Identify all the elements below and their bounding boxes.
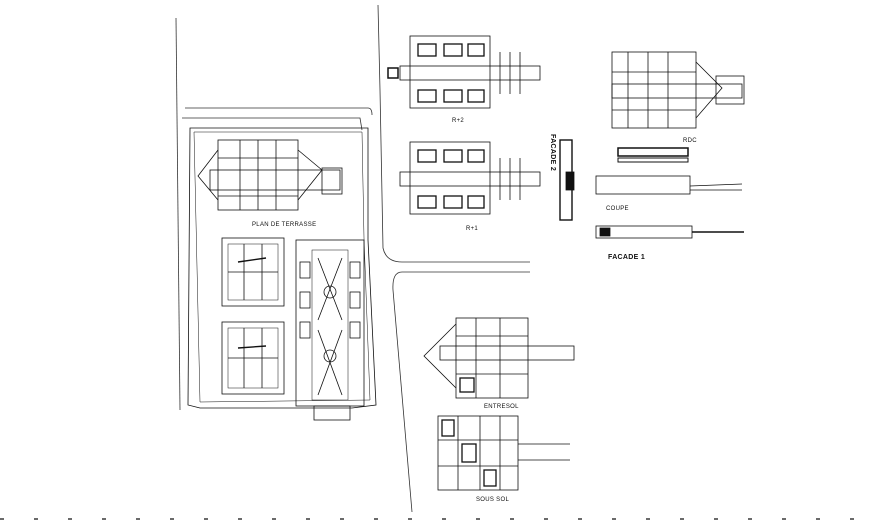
facade-1-drawing bbox=[595, 225, 744, 239]
block-left-lower bbox=[221, 321, 285, 395]
label-facade-2: FACADE 2 bbox=[549, 134, 556, 172]
plan-terrasse-drawing bbox=[197, 139, 343, 211]
plan-r-plus-2-drawing bbox=[387, 35, 541, 109]
plan-sous-sol-drawing bbox=[437, 415, 570, 491]
block-center-long bbox=[295, 239, 365, 421]
label-plan-de-terrasse: PLAN DE TERRASSE bbox=[252, 222, 317, 228]
plan-entresol-drawing bbox=[423, 317, 575, 399]
site-plan-outline bbox=[187, 127, 377, 409]
coupe-drawing bbox=[595, 147, 743, 195]
label-entresol: ENTRESOL bbox=[484, 404, 519, 410]
plan-r-plus-1-drawing bbox=[399, 141, 541, 215]
site-boundary bbox=[175, 4, 530, 513]
label-sous-sol: SOUS SOL bbox=[476, 497, 510, 503]
plan-rdc-drawing bbox=[611, 51, 745, 129]
facade-2-drawing bbox=[559, 139, 575, 221]
label-rdc: RDC bbox=[683, 138, 697, 144]
label-r-plus-2: R+2 bbox=[452, 118, 465, 124]
label-r-plus-1: R+1 bbox=[466, 226, 479, 232]
label-coupe: COUPE bbox=[606, 206, 629, 212]
block-left-upper bbox=[221, 237, 285, 307]
label-facade-1: FACADE 1 bbox=[608, 254, 646, 261]
